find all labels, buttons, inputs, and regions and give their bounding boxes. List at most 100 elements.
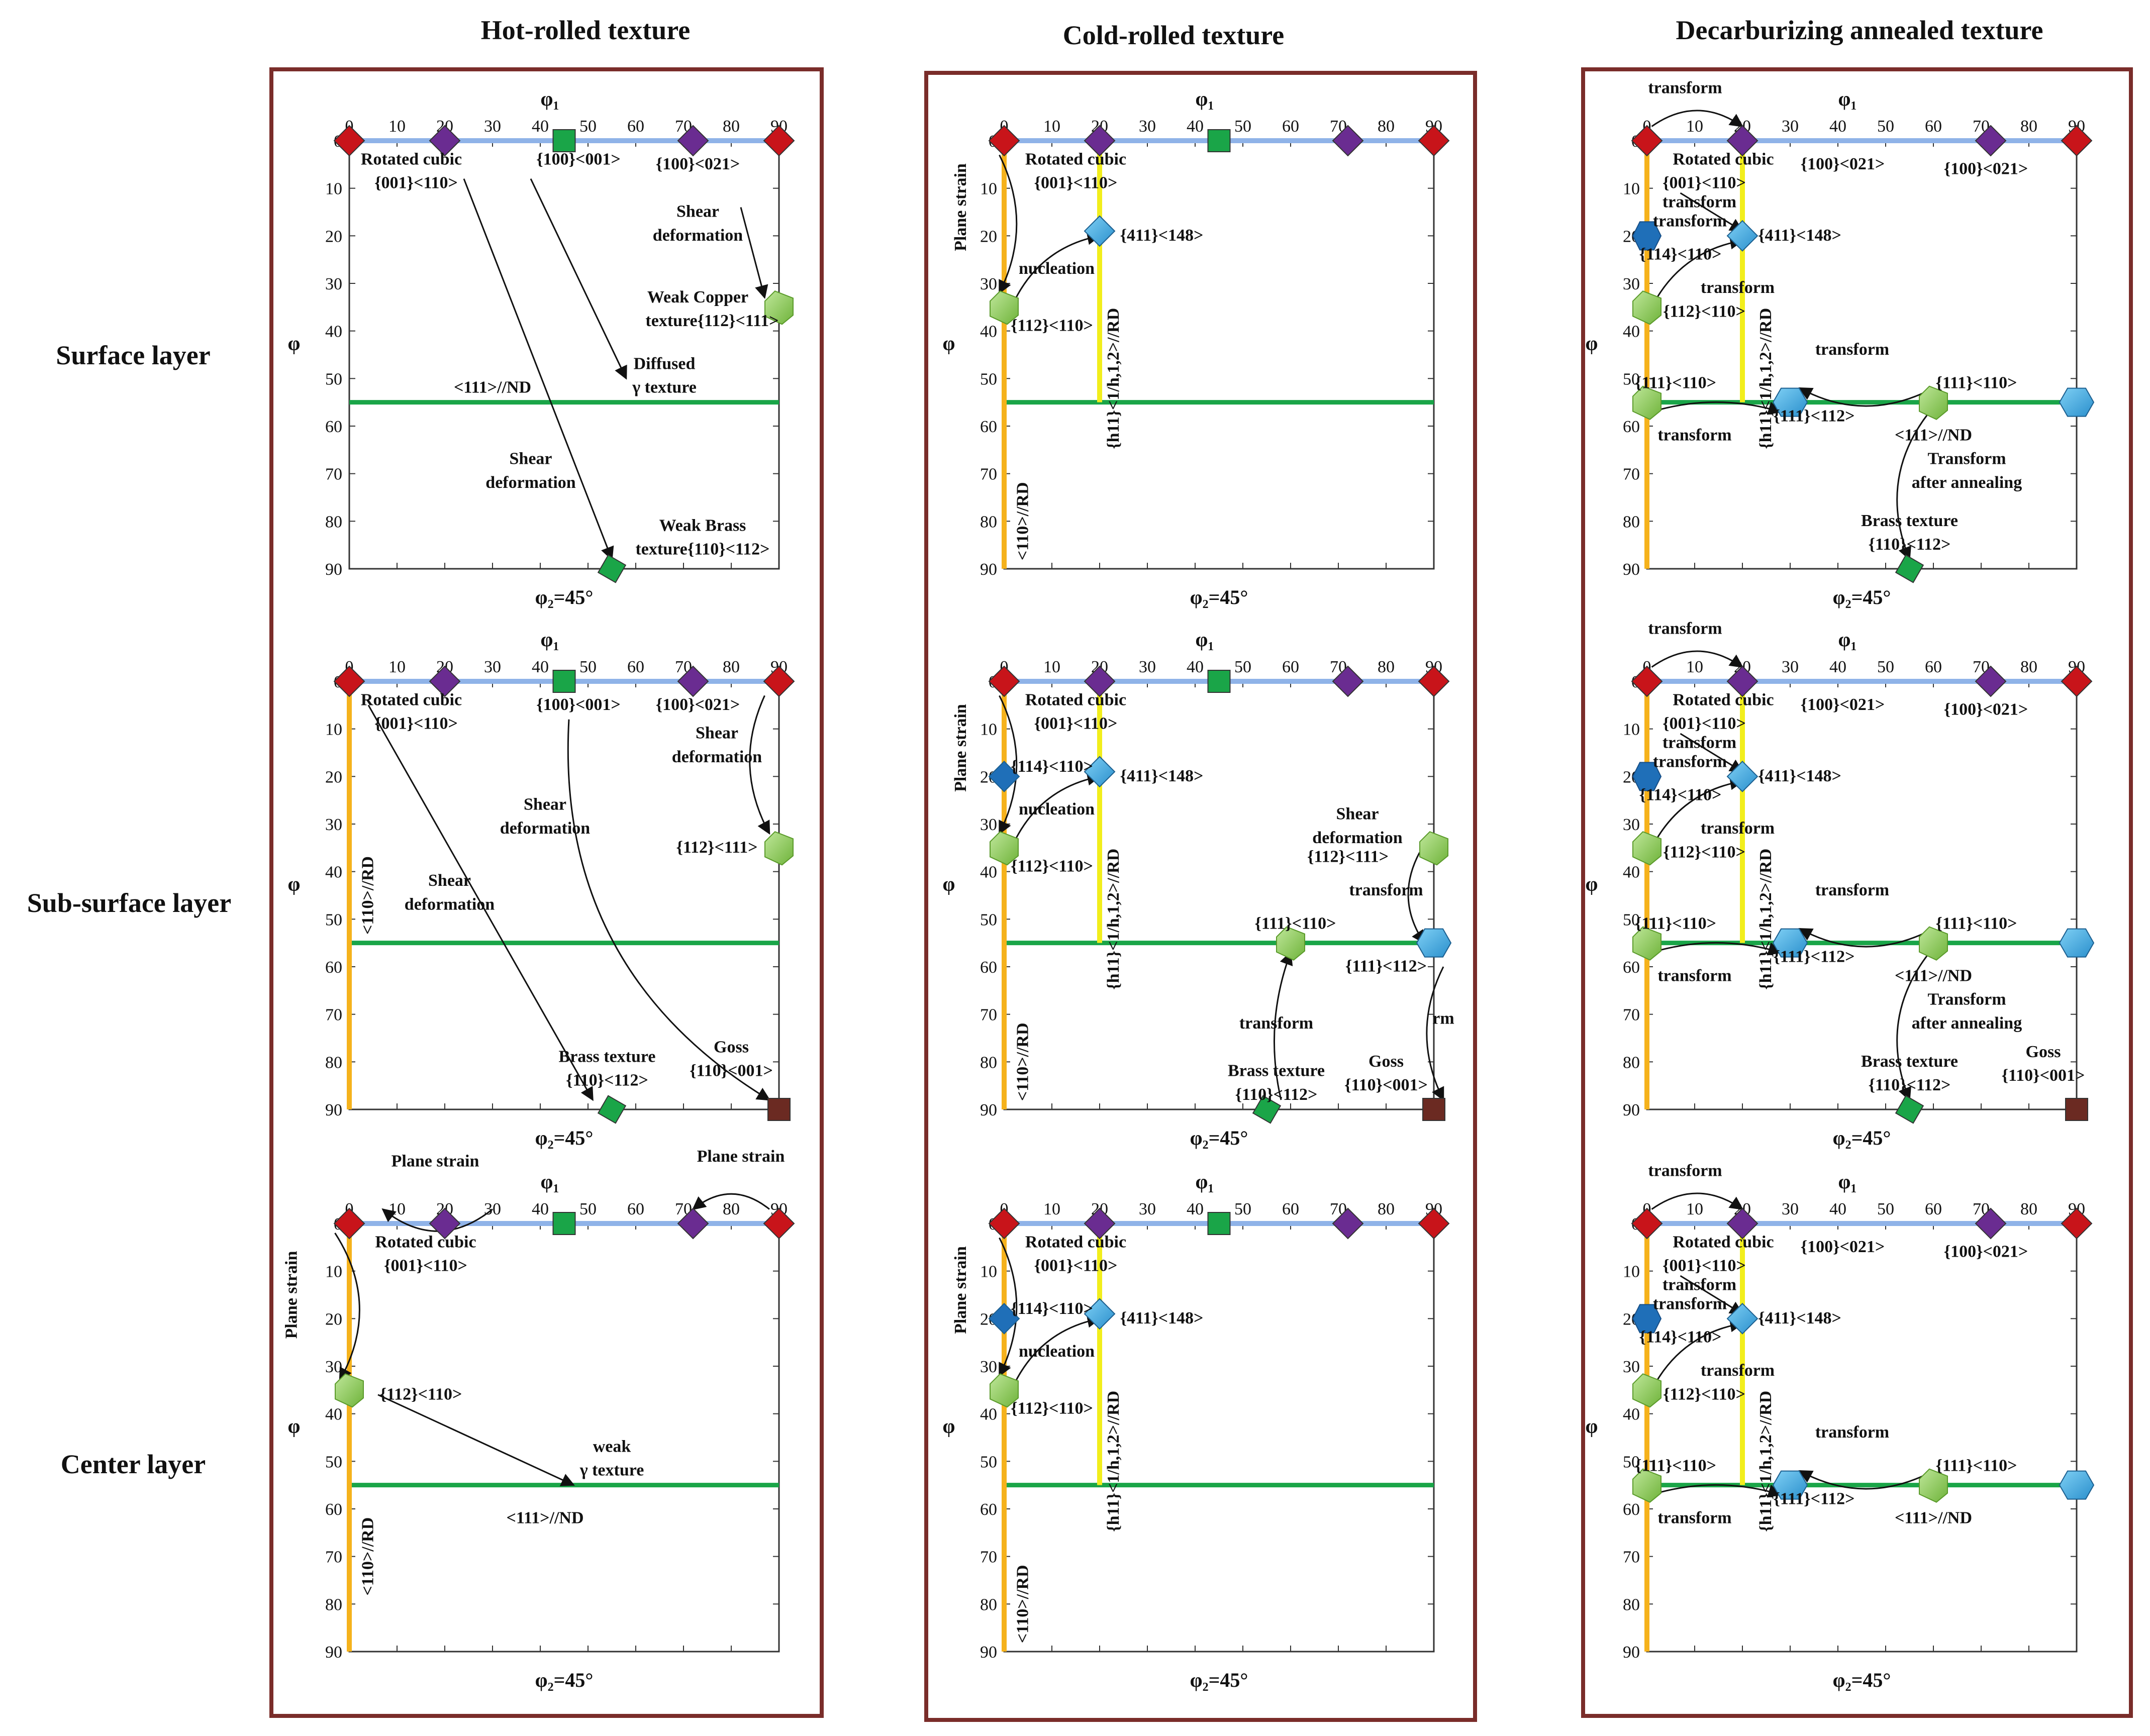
transformation-arrow: [999, 154, 1018, 294]
texture-component-marker: [988, 760, 1020, 792]
phi2-section-label: φ₂=45°: [1833, 1669, 1891, 1691]
texture-component-marker: [1726, 665, 1758, 697]
phi1-tick-label: 60: [627, 658, 644, 676]
texture-component-marker: [335, 1373, 364, 1408]
phi2-section-label: φ₂=45°: [1190, 586, 1248, 608]
transformation-arrow: [1651, 776, 1744, 849]
phi-tick-label: 80: [980, 1053, 997, 1072]
texture-annotation: transform: [1657, 1508, 1731, 1527]
texture-annotation: transform: [1701, 278, 1775, 297]
texture-annotation: {411}<148>: [1120, 226, 1204, 245]
texture-component-marker: [2061, 1207, 2093, 1240]
texture-annotation: Rotated cubic: [1673, 1233, 1774, 1251]
phi1-tick-label: 10: [1043, 1200, 1060, 1218]
texture-component-marker: [1631, 665, 1663, 697]
texture-component-marker: [1418, 125, 1450, 157]
texture-annotation: deformation: [500, 819, 591, 838]
texture-component-marker: [763, 125, 795, 157]
phi-tick-label: 40: [1623, 863, 1640, 882]
texture-annotation: transform: [1701, 819, 1775, 838]
texture-annotation: {100}<001>: [536, 695, 621, 714]
texture-annotation: {112}<111>: [1307, 848, 1389, 866]
texture-component-marker: [2059, 1470, 2095, 1500]
texture-component-marker: [333, 1207, 365, 1240]
texture-component-marker: [764, 290, 794, 325]
phi-tick-label: 60: [980, 418, 997, 436]
texture-annotation: {114}<110>: [1639, 245, 1722, 264]
texture-annotation: Plane strain: [282, 1251, 301, 1339]
transformation-arrow: [530, 178, 627, 380]
texture-component-marker: [1332, 1207, 1364, 1240]
phi1-tick-label: 80: [2020, 117, 2037, 136]
texture-annotation: <110>//RD: [1014, 1565, 1032, 1643]
texture-annotation: {100}<021>: [1801, 1238, 1885, 1256]
texture-component-marker: [2061, 665, 2093, 697]
texture-annotation: {111}<110>: [1635, 373, 1716, 392]
texture-annotation: deformation: [405, 895, 495, 913]
texture-annotation: {112}<110>: [1663, 1385, 1745, 1403]
transformation-arrow: [1896, 406, 1934, 561]
phi1-tick-label: 40: [532, 1200, 549, 1218]
phi-tick-label: 90: [325, 1643, 342, 1662]
phi-tick-label: 80: [980, 513, 997, 531]
texture-annotation: Brass texture: [1228, 1062, 1325, 1080]
phi-tick-label: 70: [1623, 465, 1640, 484]
phi1-tick-label: 30: [1782, 117, 1799, 136]
texture-annotation: {114}<110>: [1011, 1299, 1093, 1318]
phi-tick-label: 80: [1623, 1053, 1640, 1072]
texture-component-marker: [1632, 290, 1662, 325]
phi-tick-label: 40: [1623, 323, 1640, 341]
texture-annotation: Diffused: [634, 354, 696, 373]
transformation-arrow: [740, 207, 768, 299]
phi-tick-label: 90: [1623, 1643, 1640, 1662]
texture-component-marker: [1422, 1098, 1445, 1121]
texture-annotation: {100}<021>: [656, 155, 740, 173]
transformation-arrow: [1651, 110, 1744, 128]
phi-tick-label: 30: [980, 275, 997, 293]
phi-tick-label: 20: [325, 768, 342, 786]
texture-annotation: {111}<112>: [1774, 1490, 1855, 1508]
texture-component-marker: [1332, 125, 1364, 157]
texture-annotation: Plane strain: [951, 1246, 970, 1334]
frame-hot-rolled: [269, 67, 824, 1718]
phi1-tick-label: 10: [388, 658, 406, 676]
phi-tick-label: 30: [1623, 1358, 1640, 1376]
plot-box: [1003, 140, 1435, 570]
texture-annotation: {112}<110>: [1011, 857, 1093, 876]
phi-tick-label: 80: [980, 1595, 997, 1614]
texture-annotation: transform: [1663, 193, 1736, 212]
texture-annotation: <111>//ND: [1895, 966, 1972, 985]
phi-tick-label: 20: [980, 227, 997, 246]
phi1-tick-label: 40: [1187, 1200, 1204, 1218]
phi1-tick-label: 60: [627, 1200, 644, 1218]
texture-annotation: {411}<148>: [1120, 1309, 1204, 1327]
plot-box: [1003, 1222, 1435, 1653]
texture-annotation: {110}<112>: [1869, 535, 1951, 554]
phi-tick-label: 10: [980, 721, 997, 739]
panels-layer: 00101020203030404050506060707080809090φ₁…: [282, 78, 2095, 1691]
texture-component-marker: [2059, 928, 2095, 958]
phi-tick-label: 50: [980, 1453, 997, 1471]
phi-axis-label: φ: [943, 873, 955, 895]
texture-component-marker: [597, 554, 627, 583]
transformation-arrow: [1273, 951, 1293, 1100]
texture-component-marker: [1418, 1207, 1450, 1240]
phi1-tick-label: 80: [2020, 658, 2037, 676]
odf-panel-anneal-subsurface: 00101020203030404050506060707080809090φ₁…: [1586, 619, 2095, 1149]
transformation-arrow: [567, 719, 771, 1101]
transformation-arrow: [1651, 650, 1744, 668]
texture-component-marker: [1726, 220, 1758, 252]
phi1-tick-label: 80: [1378, 1200, 1395, 1218]
phi1-axis-label: φ₁: [541, 1170, 559, 1193]
phi1-tick-label: 50: [1877, 117, 1894, 136]
texture-annotation: {111}<110>: [1936, 1456, 2017, 1475]
texture-annotation: {411}<148>: [1758, 767, 1841, 785]
texture-component-marker: [552, 1212, 576, 1235]
texture-annotation: after annealing: [1912, 473, 2022, 492]
phi1-tick-label: 60: [1925, 117, 1942, 136]
texture-annotation: transform: [1701, 1361, 1775, 1380]
phi-tick-label: 50: [325, 370, 342, 388]
texture-annotation: {111}<110>: [1635, 1456, 1716, 1475]
texture-annotation: {111}<110>: [1936, 373, 2017, 392]
phi-tick-label: 80: [325, 1595, 342, 1614]
